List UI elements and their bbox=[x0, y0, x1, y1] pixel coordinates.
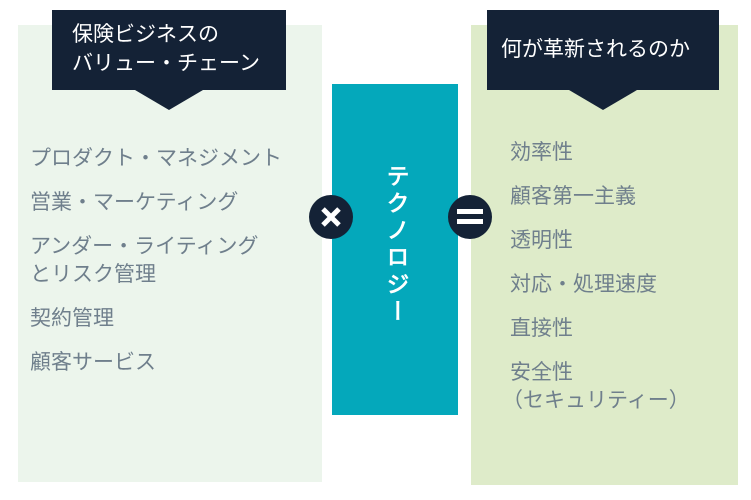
innovation-item-customer-first: 顧客第一主義 bbox=[510, 184, 636, 208]
innovation-item-security-line1: 安全性 bbox=[510, 360, 573, 384]
innovation-header-pointer bbox=[569, 90, 637, 110]
innovation-item-transparency: 透明性 bbox=[510, 228, 573, 252]
innovation-item-efficiency: 効率性 bbox=[510, 140, 573, 164]
value-chain-header-line2: バリュー・チェーン bbox=[72, 51, 260, 75]
technology-box: テクノロジー bbox=[332, 84, 458, 415]
value-chain-item-contract-management: 契約管理 bbox=[30, 306, 114, 330]
value-chain-item-underwriting-line2: とリスク管理 bbox=[30, 262, 156, 286]
equals-icon bbox=[448, 195, 492, 239]
innovation-header: 何が革新されるのか bbox=[487, 10, 719, 90]
value-chain-header-pointer bbox=[135, 90, 203, 110]
value-chain-item-underwriting-risk: アンダー・ライティング とリスク管理 bbox=[30, 232, 282, 288]
value-chain-list: プロダクト・マネジメント 営業・マーケティング アンダー・ライティング とリスク… bbox=[30, 144, 282, 392]
innovation-item-response-speed: 対応・処理速度 bbox=[510, 272, 657, 296]
value-chain-item-sales-marketing: 営業・マーケティング bbox=[30, 190, 239, 214]
innovation-item-security-line2: （セキュリティー） bbox=[502, 388, 690, 412]
technology-label: テクノロジー bbox=[382, 164, 408, 326]
value-chain-header: 保険ビジネスの バリュー・チェーン bbox=[52, 10, 286, 90]
value-chain-item-customer-service: 顧客サービス bbox=[30, 350, 156, 374]
innovation-item-security: 安全性 （セキュリティー） bbox=[502, 358, 690, 414]
innovation-item-directness: 直接性 bbox=[510, 316, 573, 340]
value-chain-header-line1: 保険ビジネスの bbox=[72, 22, 219, 46]
times-icon bbox=[309, 195, 353, 239]
value-chain-item-underwriting-line1: アンダー・ライティング bbox=[30, 234, 259, 258]
innovation-list: 効率性 顧客第一主義 透明性 対応・処理速度 直接性 安全性 （セキュリティー） bbox=[502, 138, 690, 430]
value-chain-item-product-management: プロダクト・マネジメント bbox=[30, 146, 282, 170]
